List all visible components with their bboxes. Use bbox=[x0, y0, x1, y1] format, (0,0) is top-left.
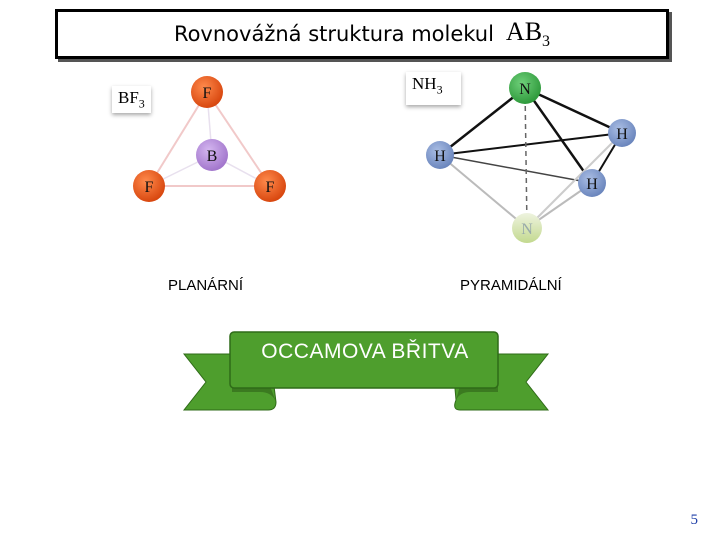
ribbon-banner bbox=[182, 331, 550, 411]
svg-text:B: B bbox=[207, 148, 218, 165]
nh3-atom-n-shadow: N bbox=[512, 213, 542, 243]
nh3-label: NH3 bbox=[406, 72, 461, 106]
svg-text:F: F bbox=[266, 179, 275, 196]
svg-text:H: H bbox=[616, 126, 628, 143]
ribbon-fold-right bbox=[456, 386, 498, 400]
svg-text:N: N bbox=[521, 221, 533, 238]
nh3-bond-n-hright bbox=[524, 86, 623, 135]
nh3-bond-axis bbox=[524, 87, 528, 229]
nh3-atom-h-front: H bbox=[578, 169, 606, 197]
banner-text: OCCAMOVA BŘITVA bbox=[261, 340, 469, 363]
svg-text:H: H bbox=[434, 148, 446, 165]
bf3-atom-f-right: F bbox=[254, 170, 286, 202]
nh3-bond-hleft-hfront bbox=[439, 154, 593, 184]
title-box: Rovnovážná struktura molekul AB3 bbox=[55, 9, 669, 59]
nh3-atom-n: N bbox=[509, 72, 541, 104]
bf3-bond-top-right bbox=[206, 91, 271, 187]
bf3-bond-top-left bbox=[148, 91, 208, 187]
bf3-label: BF3 bbox=[112, 86, 151, 114]
bf3-atom-f-top: F bbox=[191, 76, 223, 108]
title-formula-main: AB bbox=[505, 16, 543, 46]
nh3-bond-hright-shadow bbox=[526, 132, 623, 229]
nh3-bond-n-hleft bbox=[439, 87, 526, 156]
ribbon-fold-left bbox=[232, 386, 276, 402]
bf3-caption: PLANÁRNÍ bbox=[168, 277, 244, 294]
nh3-atom-h-right: H bbox=[608, 119, 636, 147]
ribbon-center bbox=[229, 331, 499, 389]
svg-text:F: F bbox=[145, 179, 154, 196]
title-formula-sub: 3 bbox=[542, 33, 551, 51]
svg-text:N: N bbox=[519, 81, 531, 98]
bf3-atom-b: B bbox=[196, 139, 228, 171]
nh3-bond-n-hfront bbox=[523, 87, 594, 184]
page-number: 5 bbox=[690, 512, 699, 528]
nh3-caption: PYRAMIDÁLNÍ bbox=[460, 277, 562, 294]
bf3-atom-f-left: F bbox=[133, 170, 165, 202]
nh3-bond-hleft-shadow bbox=[439, 154, 528, 229]
nh3-atom-h-left: H bbox=[426, 141, 454, 169]
svg-text:F: F bbox=[203, 85, 212, 102]
nh3-bond-hleft-hright bbox=[439, 132, 623, 156]
svg-text:H: H bbox=[586, 176, 598, 193]
nh3-bonds bbox=[439, 86, 623, 229]
title-formula: AB3 bbox=[506, 17, 550, 51]
title-text: Rovnovážná struktura molekul bbox=[173, 22, 494, 46]
